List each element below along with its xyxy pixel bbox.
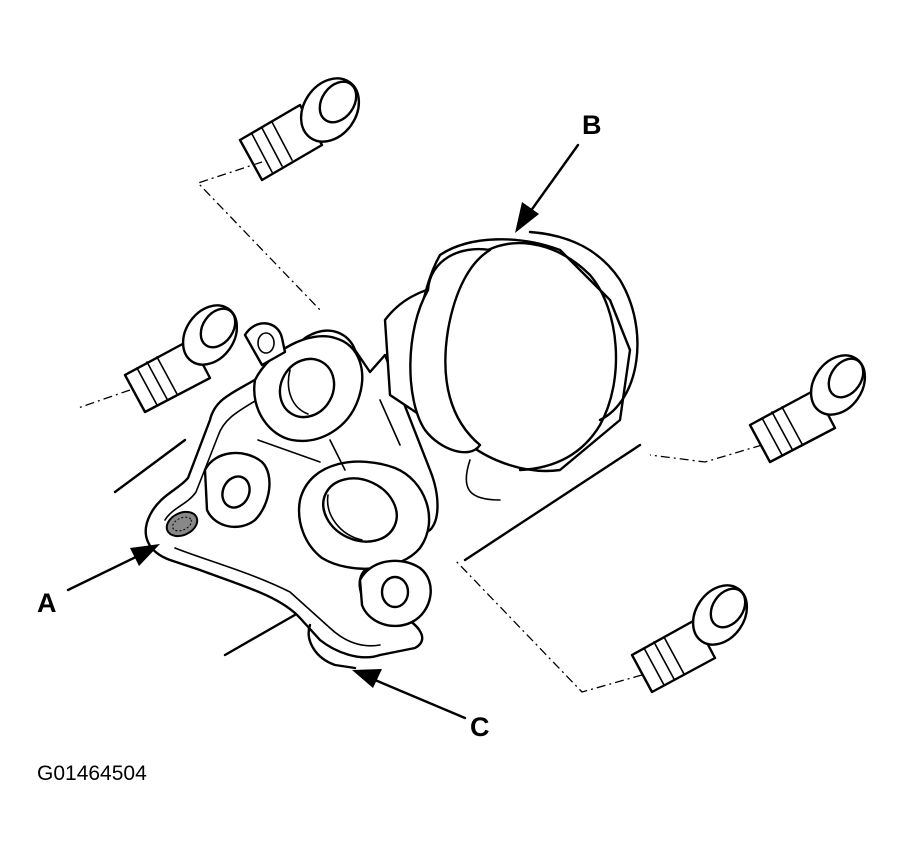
leader-arrow-b xyxy=(515,143,580,233)
leader-arrow-c xyxy=(352,669,467,720)
label-c: C xyxy=(470,712,490,742)
bolt-top xyxy=(238,77,361,182)
figure-code: G01464504 xyxy=(37,762,147,785)
bolt-right xyxy=(748,354,867,464)
mounting-bracket xyxy=(144,322,439,670)
alignment-lines xyxy=(77,161,763,693)
cylinder-component xyxy=(383,230,639,501)
label-a: A xyxy=(37,588,57,618)
label-b: B xyxy=(582,110,602,140)
leader-arrow-a xyxy=(66,544,160,592)
bolt-upper-left xyxy=(123,304,239,414)
bolt-lower-right xyxy=(630,584,749,694)
